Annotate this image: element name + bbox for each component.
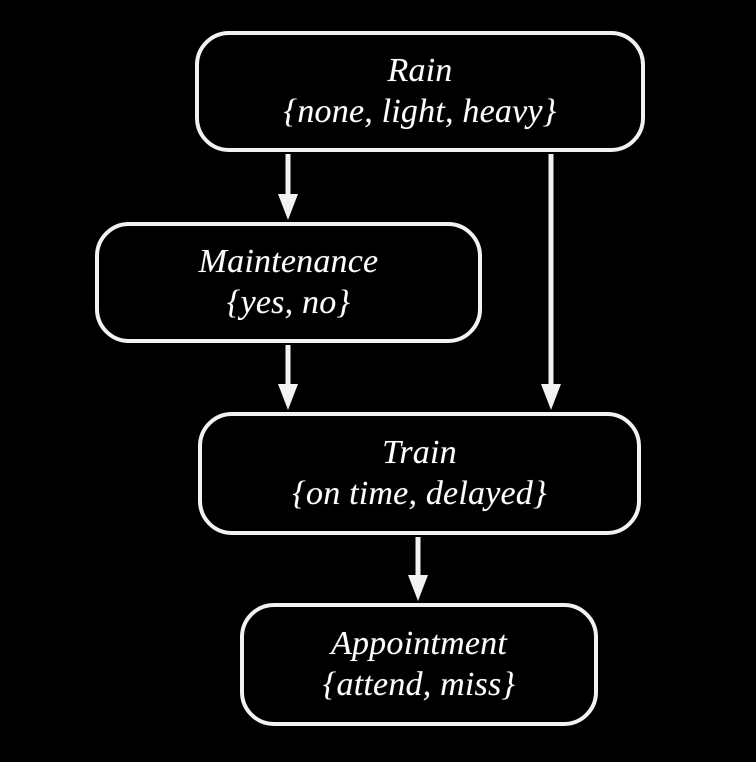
node-maintenance-title: Maintenance <box>198 242 379 280</box>
arrowhead-train-to-appointment <box>408 575 428 601</box>
node-train-title: Train <box>382 433 457 471</box>
node-appointment-states: {attend, miss} <box>322 665 516 703</box>
node-rain[interactable]: Rain {none, light, heavy} <box>195 31 645 152</box>
node-rain-title: Rain <box>387 51 453 89</box>
arrowhead-rain-to-train <box>541 384 561 410</box>
node-maintenance-states: {yes, no} <box>226 283 351 321</box>
node-train[interactable]: Train {on time, delayed} <box>198 412 641 535</box>
node-maintenance[interactable]: Maintenance {yes, no} <box>95 222 482 343</box>
node-appointment-title: Appointment <box>331 624 507 662</box>
arrowhead-rain-to-maintenance <box>278 194 298 220</box>
arrowhead-maintenance-to-train <box>278 384 298 410</box>
node-appointment[interactable]: Appointment {attend, miss} <box>240 603 598 726</box>
node-rain-states: {none, light, heavy} <box>283 92 557 130</box>
node-train-states: {on time, delayed} <box>292 474 547 512</box>
